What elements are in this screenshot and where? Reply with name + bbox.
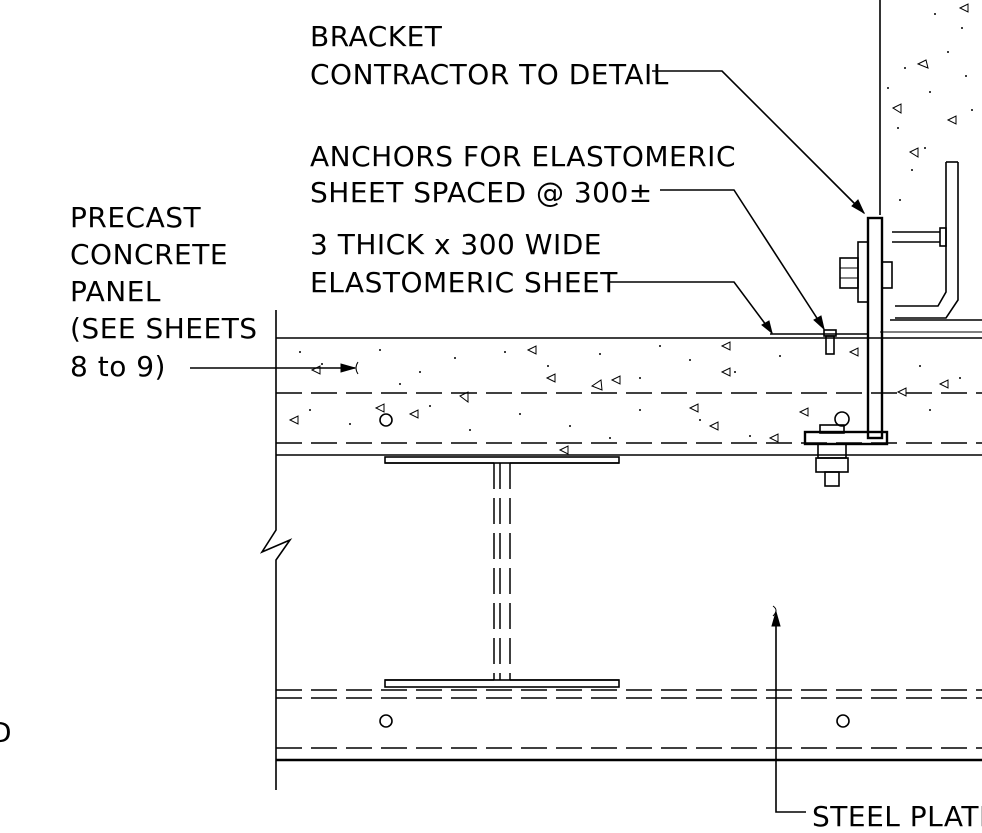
steel-plate-leader	[771, 605, 806, 813]
panel-leader	[190, 361, 359, 375]
sheet-leader	[608, 281, 773, 335]
bracket	[803, 216, 893, 487]
bracket-leader	[652, 70, 866, 215]
anchors-label-line2: SHEET SPACED @ 300±	[310, 176, 653, 209]
left-cut-off-text: D	[0, 716, 12, 749]
panel-label-line5: 8 to 9)	[70, 350, 166, 383]
steel-plate-label: STEEL PLATE	[812, 800, 982, 833]
sheet-label-line2: ELASTOMERIC SHEET	[310, 266, 618, 299]
concrete-wall	[879, 0, 982, 333]
anchors-leader	[660, 189, 825, 331]
panel-label-line1: PRECAST	[70, 201, 202, 234]
bracket-label-line1: BRACKET	[310, 20, 443, 53]
precast-panel	[276, 333, 982, 456]
bracket-label-line2: CONTRACTOR TO DETAIL	[310, 58, 669, 91]
anchors-label-line1: ANCHORS FOR ELASTOMERIC	[310, 140, 736, 173]
steel-i-beam	[384, 456, 620, 688]
panel-label-line4: (SEE SHEETS	[70, 312, 258, 345]
break-line	[259, 310, 293, 790]
panel-label-line2: CONCRETE	[70, 238, 228, 271]
panel-label-line3: PANEL	[70, 275, 161, 308]
steel-plate	[276, 689, 982, 762]
sheet-label-line1: 3 THICK x 300 WIDE	[310, 228, 602, 261]
